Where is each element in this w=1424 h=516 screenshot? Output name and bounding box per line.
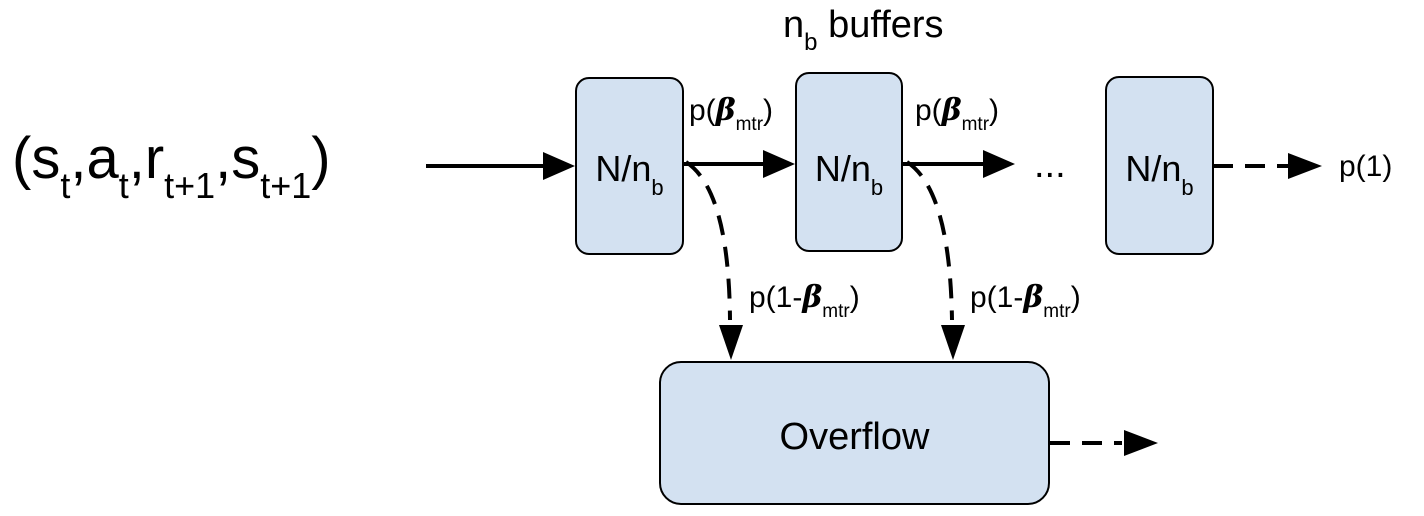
transition-tuple: (st,at,rt+1,st+1)	[12, 130, 331, 204]
tuple-r-subscript: t+1	[164, 165, 216, 206]
overflow-label-1-p: p(1-	[749, 281, 803, 314]
buffer-box-2-label: N/nb	[797, 148, 901, 199]
ellipsis: ...	[1034, 144, 1066, 186]
buffer1-overflow-arrowhead	[719, 325, 743, 360]
buffer2-overflow-path	[905, 160, 954, 321]
tuple-comma-3: ,	[215, 126, 232, 191]
overflow-label-2-close: )	[1070, 281, 1081, 314]
tuple-a-subscript: t	[118, 165, 129, 206]
tuple-s-subscript: t	[60, 165, 71, 206]
buffer-box-last-label: N/nb	[1107, 148, 1212, 199]
buffer1-overflow-path	[684, 160, 732, 321]
buffer-box-1: N/nb	[575, 77, 684, 255]
transition-label-2-beta: β	[941, 93, 962, 128]
tuple-s: s	[31, 126, 61, 191]
transition-label-1-close: )	[763, 94, 774, 127]
overflow-label-2-beta: β	[1023, 280, 1044, 315]
transition-label-2-close: )	[989, 94, 1000, 127]
overflow-label-2: p(1-βmtr)	[970, 280, 1081, 322]
buffer-box-2-label-main: N/n	[814, 148, 871, 189]
transition-label-1: p(βmtr)	[689, 93, 774, 135]
buffer-box-2: N/nb	[795, 72, 903, 252]
transition-label-1-p: p(	[689, 94, 716, 127]
tuple-r: r	[144, 126, 165, 191]
transition-label-1-sub: mtr	[735, 114, 764, 135]
overflow-box: Overflow	[659, 361, 1050, 505]
transition-label-1-beta: β	[715, 93, 736, 128]
buffer-box-1-label-main: N/n	[595, 148, 652, 189]
overflow-label-2-sub: mtr	[1043, 301, 1071, 322]
tuple-open-paren: (	[12, 126, 32, 191]
buffer-box-1-label-sub: b	[651, 175, 664, 200]
exit-label: p(1)	[1339, 150, 1393, 183]
exit-arrowhead	[1288, 153, 1322, 179]
buffers-header-text: buffers	[828, 4, 944, 46]
buffer2-to-ellipsis-arrowhead	[983, 150, 1015, 178]
overflow-label-1-beta: β	[802, 280, 823, 315]
buffers-header-n: n	[783, 4, 805, 46]
buffer1-to-buffer2-arrowhead	[763, 150, 795, 178]
tuple-a: a	[86, 126, 119, 191]
buffer-box-1-label: N/nb	[577, 148, 682, 199]
tuple-s-next-subscript: t+1	[260, 165, 312, 206]
dashed-arrows	[684, 153, 1322, 456]
tuple-s-next: s	[231, 126, 261, 191]
buffer-box-2-label-sub: b	[870, 175, 884, 200]
tuple-comma-1: ,	[70, 126, 87, 191]
transition-label-2: p(βmtr)	[915, 93, 1000, 135]
overflow-label-1-sub: mtr	[822, 301, 850, 322]
buffers-header: nb buffers	[783, 4, 944, 55]
buffers-header-b: b	[804, 29, 818, 56]
buffer-box-last-label-sub: b	[1181, 175, 1194, 200]
transition-label-2-sub: mtr	[961, 114, 990, 135]
buffer-box-last: N/nb	[1105, 76, 1214, 255]
overflow-label-1: p(1-βmtr)	[749, 280, 860, 322]
overflow-label-2-p: p(1-	[970, 281, 1024, 314]
tuple-close-paren: )	[311, 126, 331, 191]
transition-label-2-p: p(	[915, 94, 942, 127]
buffer-box-last-label-main: N/n	[1125, 148, 1182, 189]
overflow-label-1-close: )	[849, 281, 860, 314]
solid-arrows	[426, 150, 1015, 180]
overflow-box-label: Overflow	[779, 416, 930, 458]
input-arrowhead	[543, 152, 575, 180]
overflow-exit-arrowhead	[1124, 430, 1158, 456]
tuple-comma-2: ,	[128, 126, 145, 191]
buffer2-overflow-arrowhead	[941, 325, 965, 360]
